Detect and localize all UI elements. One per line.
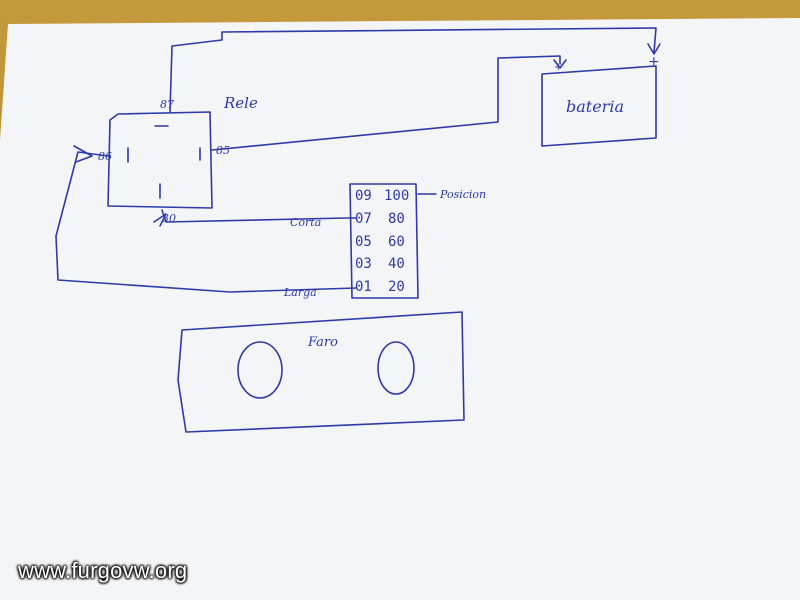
headlight-left-lamp [237, 341, 283, 399]
short-beam-label: Corta [290, 216, 321, 229]
position-label: Posicion [439, 188, 486, 201]
battery-minus-arrow [553, 59, 567, 69]
connector-row-3-left: 05 [355, 234, 372, 250]
wire-85-to-battery [211, 55, 561, 151]
relay-pin-30: 30 [162, 212, 176, 225]
connector-row-2-left: 07 [355, 211, 372, 227]
relay-pin-87: 87 [160, 98, 174, 111]
wire-87-to-battery [169, 27, 657, 113]
headlight-box [177, 311, 465, 433]
connector-block [349, 183, 419, 299]
relay-label: Rele [223, 94, 258, 112]
connector-row-4-left: 03 [355, 256, 372, 272]
headlight-label: Faro [307, 335, 338, 350]
connector-rows: 09 100 07 80 05 60 03 40 01 20 [355, 188, 409, 295]
battery-label: bateria [566, 97, 624, 116]
connector-row-5-right: 20 [388, 279, 405, 295]
connector-row-2-right: 80 [388, 211, 405, 227]
connector-row-1-left: 09 [355, 188, 372, 204]
battery-plus-terminal: + [648, 54, 660, 70]
paper-shape [0, 18, 800, 600]
battery-plus-arrow [647, 43, 661, 55]
relay-pin-85: 85 [216, 144, 230, 157]
connector-row-1-right: 100 [384, 188, 409, 204]
connector-row-5-left: 01 [355, 279, 372, 295]
wire-86-to-larga [55, 151, 357, 293]
connector-row-4-right: 40 [388, 256, 405, 272]
headlight-right-lamp [377, 341, 415, 395]
battery-minus-terminal: + [554, 62, 562, 73]
relay-pin-86: 86 [98, 150, 112, 163]
pin-86-arrow [73, 145, 93, 163]
connector-row-3-right: 60 [388, 234, 405, 250]
watermark-text: www.furgovw.org [18, 558, 188, 583]
long-beam-label: Larga [283, 286, 317, 299]
pin-30-arrow [153, 213, 167, 227]
relay-box [107, 111, 213, 209]
battery-box [541, 65, 657, 147]
